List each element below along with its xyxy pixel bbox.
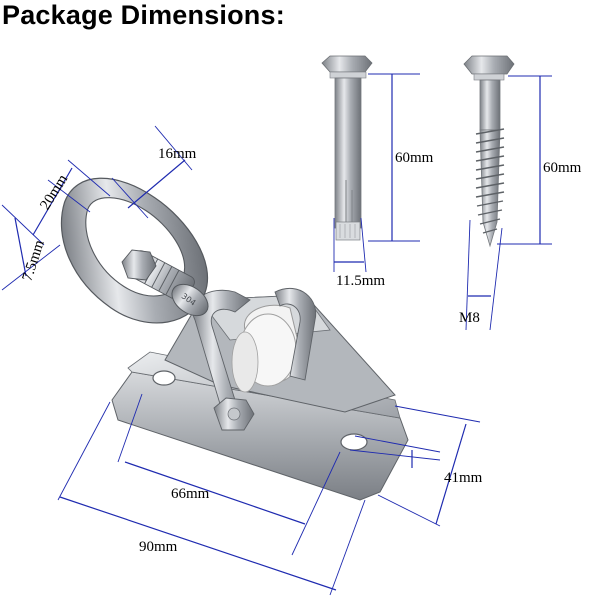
- dim-label-base-width: 41mm: [444, 470, 483, 486]
- dim-label-eye-thickness: 7.5mm: [20, 238, 48, 283]
- mounting-bracket: [111, 287, 409, 501]
- page-title: Package Dimensions:: [2, 0, 285, 30]
- dim-label-eye-width: 16mm: [158, 146, 197, 162]
- swivel-eye: 304: [60, 177, 209, 324]
- dim-label-bolt-length: 60mm: [395, 150, 434, 166]
- dim-label-base-length: 90mm: [139, 539, 178, 555]
- lag-screw: [463, 55, 515, 248]
- dimension-lines: [1, 73, 552, 596]
- dim-label-bolt-diameter: 11.5mm: [336, 273, 385, 289]
- dim-label-screw-length: 60mm: [543, 160, 582, 176]
- dim-label-screw-thread: M8: [459, 310, 480, 326]
- expansion-bolt: [321, 55, 373, 241]
- dim-label-hole-spacing: 66mm: [171, 486, 210, 502]
